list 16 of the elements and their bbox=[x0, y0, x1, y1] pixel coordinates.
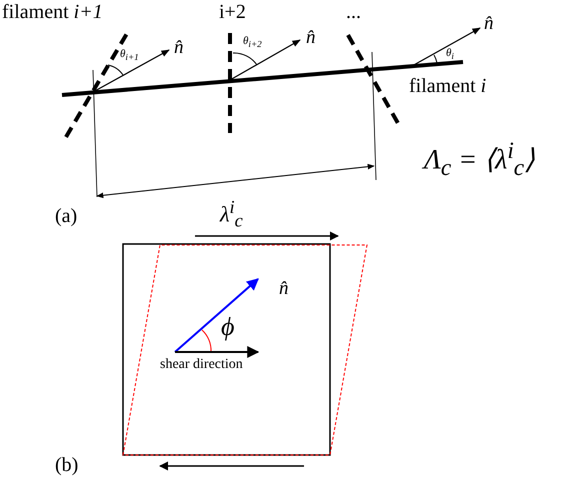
angle-label: θ$_{i+2}$ bbox=[243, 36, 262, 50]
panel-label: (a) bbox=[55, 206, 78, 226]
angle-label: θ$_{i+1}$ bbox=[120, 49, 139, 62]
angle-label: ϕ bbox=[221, 314, 234, 340]
vector-label: n̂ bbox=[174, 38, 184, 57]
vector-label: n̂ bbox=[306, 28, 316, 47]
angle-label: θ$_{i}$ bbox=[446, 48, 454, 62]
panel-label: (b) bbox=[55, 455, 78, 475]
filament-label: filament i+1 bbox=[2, 2, 103, 22]
formula-label: Λ$_{c}$ = ⟨λ$^{i}$$_{c}$⟩ bbox=[424, 140, 536, 180]
filament-label: i+2 bbox=[219, 2, 246, 22]
vector-label: n̂ bbox=[279, 279, 288, 298]
filament-label: filament i bbox=[409, 76, 486, 96]
arrow-label: shear direction bbox=[160, 358, 243, 372]
ellipsis-label: ... bbox=[346, 2, 361, 22]
vector-label: n̂ bbox=[484, 14, 494, 33]
